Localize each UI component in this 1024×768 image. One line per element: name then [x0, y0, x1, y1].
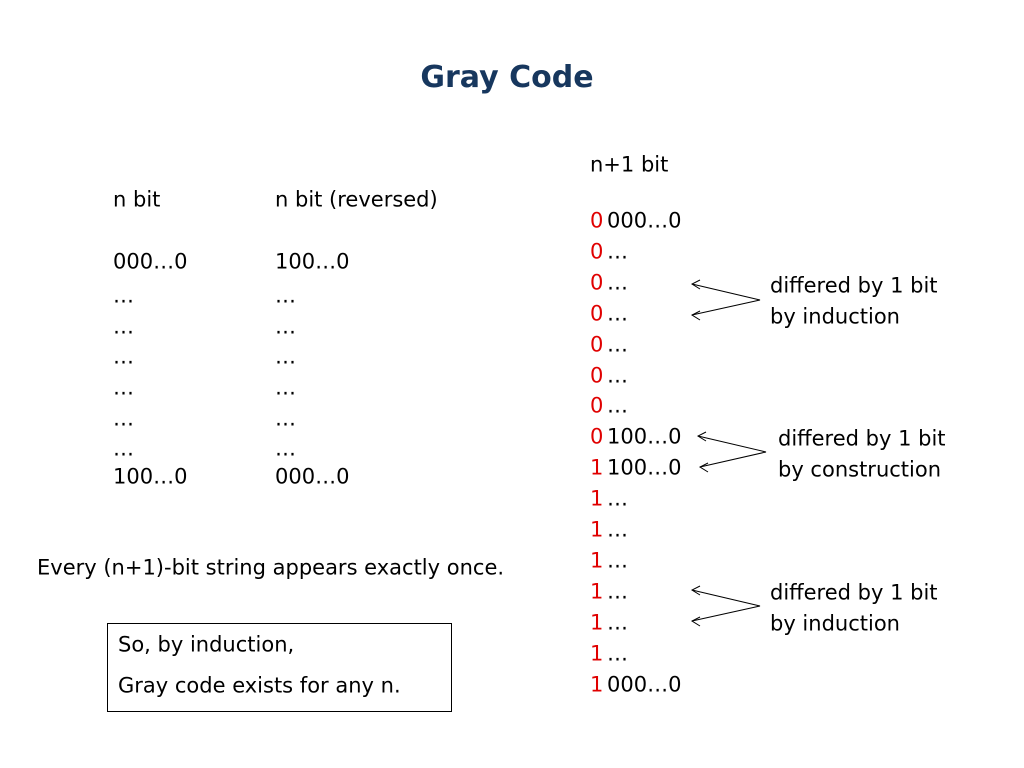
prefix-bit: 0	[590, 363, 604, 387]
annotation-text: differed by 1 bit	[770, 580, 938, 605]
bit-string: 000…0	[607, 208, 682, 233]
table-cell: …	[275, 406, 296, 431]
prefix-bit: 0	[590, 424, 604, 449]
prefix-bit: 1	[590, 455, 604, 480]
prefix-bit: 1	[590, 579, 604, 604]
table-cell: …	[275, 314, 296, 339]
bit-string: 100…0	[607, 455, 682, 480]
prefix-bit: 1	[590, 486, 604, 511]
prefix-bit: 0	[590, 301, 604, 326]
arrow-icon	[690, 279, 761, 321]
bit-string: …	[607, 486, 628, 511]
table-cell: …	[275, 344, 296, 369]
prefix-bit: 1	[590, 641, 604, 666]
annotation-text: by induction	[770, 304, 900, 329]
table-cell: 000…0	[113, 249, 188, 274]
bit-string: …	[607, 517, 628, 542]
statement: Every (n+1)-bit string appears exactly o…	[37, 555, 505, 580]
bit-string: …	[607, 332, 628, 357]
prefix-bit: 1	[590, 672, 604, 696]
table-cell: …	[275, 375, 296, 400]
prefix-bit: 1	[590, 610, 604, 635]
table-cell: …	[113, 314, 134, 339]
bit-string: …	[607, 363, 628, 387]
annotation-text: differed by 1 bit	[778, 426, 946, 451]
conclusion-box	[107, 623, 452, 712]
column-header: n bit (reversed)	[275, 187, 438, 212]
arrow-icon	[696, 431, 767, 473]
table-cell: …	[113, 436, 134, 461]
bit-string: …	[607, 610, 628, 635]
table-cell: …	[113, 375, 134, 400]
arrow-icon	[690, 585, 761, 627]
bit-string: 100…0	[607, 424, 682, 449]
bit-string: …	[607, 270, 628, 295]
prefix-bit: 0	[590, 332, 604, 357]
prefix-bit: 1	[590, 548, 604, 573]
table-cell: 100…0	[275, 249, 350, 274]
slide-title: Gray Code	[420, 60, 594, 95]
conclusion-line: Gray code exists for any n.	[118, 673, 401, 698]
table-cell: …	[113, 344, 134, 369]
bit-string: …	[607, 548, 628, 573]
annotation-text: differed by 1 bit	[770, 273, 938, 298]
table-cell: …	[113, 406, 134, 431]
bit-string: …	[607, 393, 628, 418]
prefix-bit: 0	[590, 239, 604, 264]
column-header: n+1 bit	[590, 152, 669, 177]
bit-string: …	[607, 579, 628, 604]
table-cell: …	[275, 283, 296, 308]
prefix-bit: 1	[590, 517, 604, 542]
column-header: n bit	[113, 187, 161, 212]
annotation-text: by induction	[770, 611, 900, 636]
table-cell: …	[275, 436, 296, 461]
table-cell: …	[113, 283, 134, 308]
bit-string: …	[607, 239, 628, 264]
bit-string: …	[607, 301, 628, 326]
conclusion-line: So, by induction,	[118, 632, 295, 657]
table-cell: 100…0	[113, 464, 188, 489]
bit-string: …	[607, 641, 628, 666]
prefix-bit: 0	[590, 270, 604, 295]
annotation-text: by construction	[778, 457, 942, 482]
prefix-bit: 0	[590, 393, 604, 418]
prefix-bit: 0	[590, 208, 604, 233]
bit-string: 000…0	[607, 672, 682, 696]
table-cell: 000…0	[275, 464, 350, 489]
